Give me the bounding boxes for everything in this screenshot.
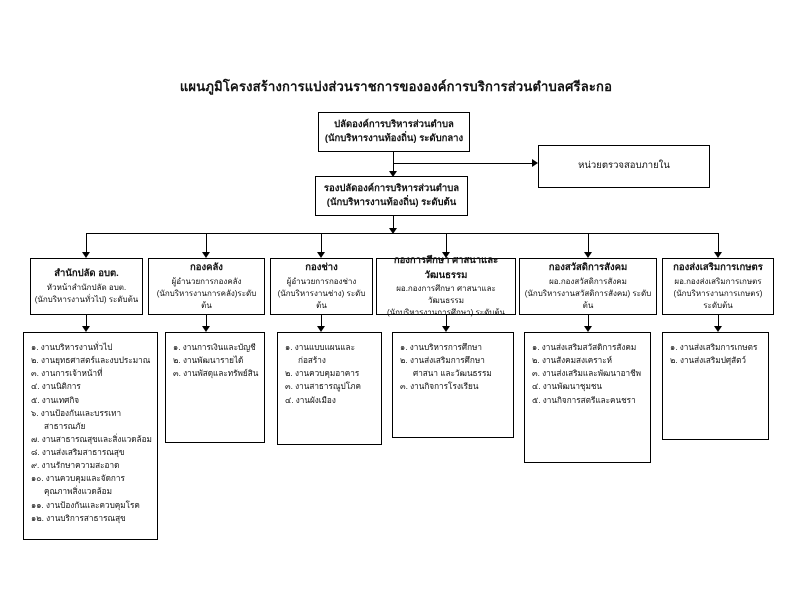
connector-line <box>206 315 207 327</box>
chief-administrator-level: (นักบริหารงานท้องถิ่น) ระดับกลาง <box>324 133 464 145</box>
arrow-down-icon <box>389 228 397 234</box>
task-item: ๓. งานส่งเสริมและพัฒนาอาชีพ <box>532 369 642 379</box>
department-box-public-works: กองช่าง ผู้อำนวยการกองช่าง (นักบริหารงาน… <box>270 258 373 315</box>
task-item: ๑. งานบริหารงานทั่วไป <box>31 343 113 352</box>
connector-line <box>206 234 207 253</box>
department-head: หัวหน้าสำนักปลัด อบต. <box>46 282 127 292</box>
deputy-administrator-title: รองปลัดองค์การบริหารส่วนตำบล <box>323 182 460 194</box>
connector-line <box>393 216 394 228</box>
task-item: ๑. งานการเงินและบัญชี <box>173 343 256 352</box>
page-title: แผนภูมิโครงสร้างการแบ่งส่วนราชการขององค์… <box>179 79 613 94</box>
chief-administrator-title: ปลัดองค์การบริหารส่วนตำบล <box>334 118 454 130</box>
task-item: ๔. งานนิติการ <box>31 382 81 392</box>
connector-line <box>86 234 87 253</box>
arrow-down-icon <box>714 252 722 258</box>
task-item: ๓. งานการเจ้าหน้าที่ <box>31 369 103 379</box>
department-box-education: กองการศึกษา ศาสนาและวัฒนธรรม ผอ.กองการศึ… <box>376 255 516 317</box>
department-level: (นักบริหารงานการศึกษา) ระดับต้น <box>386 308 506 318</box>
arrow-down-icon <box>82 326 90 332</box>
department-name: กองสวัสดิการสังคม <box>548 262 628 274</box>
arrow-down-icon <box>584 326 592 332</box>
connector-line <box>446 234 447 253</box>
department-level: (นักบริหารงานการคลัง)ระดับต้น <box>156 288 257 310</box>
department-head: ผอ.กองการศึกษา ศาสนาและวัฒนธรรม <box>396 284 496 306</box>
connector-line <box>321 315 322 327</box>
task-item: ๒. งานส่งเสริมการศึกษา ศาสนา และวัฒนธรรม <box>400 356 492 379</box>
connector-line <box>718 234 719 253</box>
task-item: ๕. งานกิจการสตรีและคนชรา <box>532 395 636 405</box>
task-list-social-welfare: ๑. งานส่งเสริมสวัสดิการสังคม ๒. งานสังคม… <box>524 332 651 463</box>
arrow-down-icon <box>442 326 450 332</box>
connector-line <box>588 315 589 327</box>
task-item: ๑๐. งานควบคุมและจัดการคุณภาพสิ่งแวดล้อม <box>31 474 125 497</box>
arrow-down-icon <box>584 252 592 258</box>
task-list-public-works: ๑. งานแบบแผนและก่อสร้าง ๒. งานควบคุมอาคา… <box>277 332 382 445</box>
connector-line <box>86 315 87 327</box>
department-head: ผอ.กองสวัสดิการสังคม <box>549 276 627 286</box>
connector-line <box>588 234 589 253</box>
internal-audit-label: หน่วยตรวจสอบภายใน <box>578 160 670 172</box>
arrow-down-icon <box>317 326 325 332</box>
internal-audit-box: หน่วยตรวจสอบภายใน <box>538 145 710 188</box>
task-item: ๒. งานยุทธศาสตร์และงบประมาณ <box>31 356 151 366</box>
department-box-office-of-clerk: สำนักปลัด อบต. หัวหน้าสำนักปลัด อบต. (นั… <box>30 258 143 315</box>
connector-line <box>446 315 447 327</box>
arrow-down-icon <box>389 171 397 177</box>
task-list-finance: ๑. งานการเงินและบัญชี ๒. งานพัฒนารายได้ … <box>165 332 265 443</box>
connector-line <box>393 152 394 171</box>
arrow-down-icon <box>202 326 210 332</box>
arrow-right-icon <box>532 159 538 167</box>
department-box-finance: กองคลัง ผู้อำนวยการกองคลัง (นักบริหารงาน… <box>148 258 265 315</box>
task-item: ๕. งานเทศกิจ <box>31 395 80 405</box>
department-head: ผู้อำนวยการกองคลัง <box>171 276 242 286</box>
connector-line <box>394 163 532 164</box>
department-head: ผู้อำนวยการกองช่าง <box>286 276 357 286</box>
department-box-agriculture: กองส่งเสริมการเกษตร ผอ.กองส่งเสริมการเกษ… <box>662 258 774 315</box>
task-item: ๒. งานพัฒนารายได้ <box>173 356 244 366</box>
department-level: (นักบริหารงานการเกษตร) ระดับต้น <box>673 288 763 310</box>
department-name: กองส่งเสริมการเกษตร <box>673 262 763 274</box>
task-item: ๑. งานส่งเสริมการเกษตร <box>670 343 758 352</box>
task-list-agriculture: ๑. งานส่งเสริมการเกษตร ๒. งานส่งเสริมปศุ… <box>662 332 769 440</box>
task-item: ๓. งานกิจการโรงเรียน <box>400 382 479 392</box>
task-item: ๑. งานบริหารการศึกษา <box>400 343 483 352</box>
department-box-social-welfare: กองสวัสดิการสังคม ผอ.กองสวัสดิการสังคม (… <box>519 258 657 315</box>
task-item: ๒. งานส่งเสริมปศุสัตว์ <box>670 356 747 366</box>
arrow-down-icon <box>714 326 722 332</box>
arrow-down-icon <box>442 252 450 258</box>
connector-line <box>718 315 719 327</box>
task-item: ๒. งานสังคมสงเคราะห์ <box>532 356 613 366</box>
department-name: กองช่าง <box>305 262 338 274</box>
deputy-administrator-box: รองปลัดองค์การบริหารส่วนตำบล (นักบริหารง… <box>315 176 468 216</box>
arrow-down-icon <box>317 252 325 258</box>
task-item: ๑. งานส่งเสริมสวัสดิการสังคม <box>532 343 637 352</box>
task-list-office-of-clerk: ๑. งานบริหารงานทั่วไป ๒. งานยุทธศาสตร์แล… <box>23 332 158 540</box>
department-level: (นักบริหารงานสวัสดิการสังคม) ระดับต้น <box>524 288 652 310</box>
task-item: ๑๒. งานบริการสาธารณสุข <box>31 513 126 523</box>
task-item: ๓. งานสาธารณูปโภค <box>285 382 361 392</box>
task-item: ๒. งานควบคุมอาคาร <box>285 369 360 379</box>
task-item: ๑๑. งานป้องกันและควบคุมโรค <box>31 500 140 510</box>
task-list-education: ๑. งานบริหารการศึกษา ๒. งานส่งเสริมการศึ… <box>392 332 514 438</box>
arrow-down-icon <box>202 252 210 258</box>
task-item: ๘. งานส่งเสริมสาธารณสุข <box>31 448 125 457</box>
arrow-down-icon <box>82 252 90 258</box>
department-name: กองคลัง <box>190 262 223 274</box>
task-item: ๙. งานรักษาความสะอาด <box>31 461 120 471</box>
deputy-administrator-level: (นักบริหารงานท้องถิ่น) ระดับต้น <box>326 197 457 209</box>
department-name: กองการศึกษา ศาสนาและวัฒนธรรม <box>393 254 499 281</box>
department-head: ผอ.กองส่งเสริมการเกษตร <box>674 276 762 286</box>
task-item: ๔. งานผังเมือง <box>285 395 336 405</box>
connector-line <box>86 233 719 234</box>
task-item: ๗. งานสาธารณสุขและสิ่งแวดล้อม <box>31 434 152 444</box>
chief-administrator-box: ปลัดองค์การบริหารส่วนตำบล (นักบริหารงานท… <box>318 112 470 152</box>
department-name: สำนักปลัด อบต. <box>54 268 119 280</box>
task-item: ๑. งานแบบแผนและก่อสร้าง <box>285 343 355 366</box>
task-item: ๓. งานพัสดุและทรัพย์สิน <box>173 369 259 379</box>
department-level: (นักบริหารงานทั่วไป) ระดับต้น <box>34 294 139 304</box>
task-item: ๔. งานพัฒนาชุมชน <box>532 382 603 392</box>
task-item: ๖. งานป้องกันและบรรเทาสาธารณภัย <box>31 408 122 431</box>
department-level: (นักบริหารงานช่าง) ระดับต้น <box>277 288 366 310</box>
connector-line <box>321 234 322 253</box>
